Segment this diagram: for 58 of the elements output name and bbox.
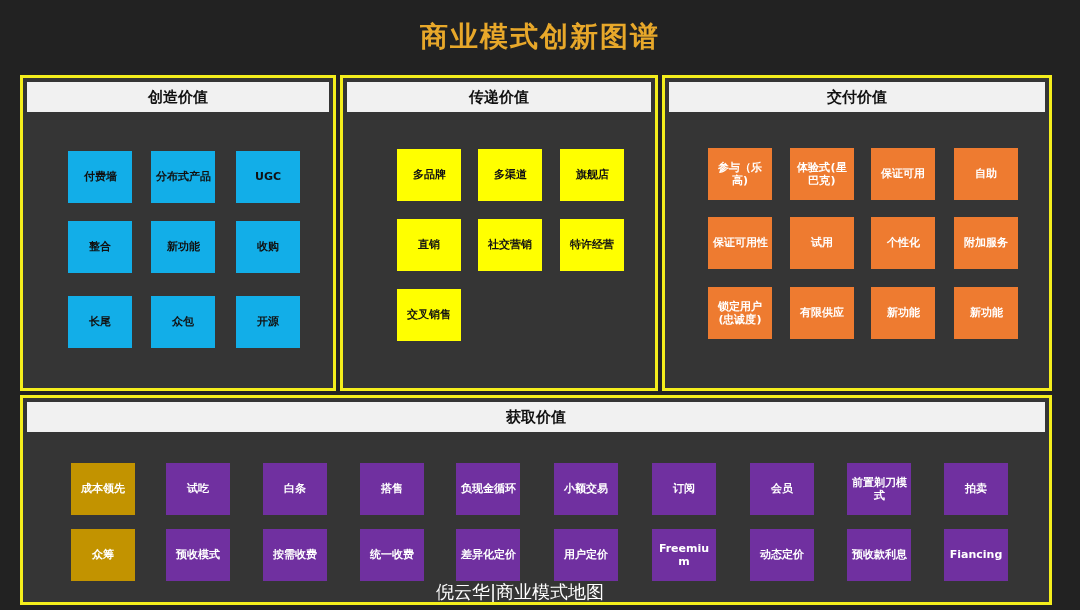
model-tile: Fiancing [944, 529, 1008, 581]
model-tile: 订阅 [652, 463, 716, 515]
model-tile: 拍卖 [944, 463, 1008, 515]
model-tile: 旗舰店 [560, 149, 624, 201]
model-tile: 动态定价 [750, 529, 814, 581]
model-tile: 按需收费 [263, 529, 327, 581]
model-tile: 整合 [68, 221, 132, 273]
caption: 倪云华|商业模式地图 [436, 580, 605, 604]
model-tile: 预收模式 [166, 529, 230, 581]
model-tile: 众筹 [71, 529, 135, 581]
model-tile: 锁定用户(忠诚度) [708, 287, 772, 339]
model-tile: 差异化定价 [456, 529, 520, 581]
diagram-title: 商业模式创新图谱 [420, 19, 660, 55]
model-tile: 保证可用 [871, 148, 935, 200]
section-panel [340, 75, 658, 391]
model-tile: 预收款利息 [847, 529, 911, 581]
section-heading: 传递价值 [469, 87, 529, 107]
section-heading: 交付价值 [827, 87, 887, 107]
model-tile: 新功能 [871, 287, 935, 339]
model-tile: 个性化 [871, 217, 935, 269]
model-tile: 搭售 [360, 463, 424, 515]
model-tile: 自助 [954, 148, 1018, 200]
model-tile: 多渠道 [478, 149, 542, 201]
model-tile: UGC [236, 151, 300, 203]
model-tile: 试用 [790, 217, 854, 269]
model-tile: 众包 [151, 296, 215, 348]
model-tile: 白条 [263, 463, 327, 515]
model-tile: 参与（乐高) [708, 148, 772, 200]
model-tile: 有限供应 [790, 287, 854, 339]
model-tile: 成本领先 [71, 463, 135, 515]
model-tile: 多品牌 [397, 149, 461, 201]
model-tile: 前置剃刀模式 [847, 463, 911, 515]
model-tile: 试吃 [166, 463, 230, 515]
model-tile: 用户定价 [554, 529, 618, 581]
model-tile: 付费墙 [68, 151, 132, 203]
model-tile: 新功能 [151, 221, 215, 273]
model-tile: 保证可用性 [708, 217, 772, 269]
section-panel [20, 395, 1052, 605]
model-tile: 负现金循环 [456, 463, 520, 515]
section-heading: 创造价值 [148, 87, 208, 107]
model-tile: Freemium [652, 529, 716, 581]
model-tile: 直销 [397, 219, 461, 271]
model-tile: 会员 [750, 463, 814, 515]
model-tile: 社交营销 [478, 219, 542, 271]
section-heading: 获取价值 [506, 407, 566, 427]
model-tile: 统一收费 [360, 529, 424, 581]
model-tile: 小额交易 [554, 463, 618, 515]
model-tile: 附加服务 [954, 217, 1018, 269]
model-tile: 特许经营 [560, 219, 624, 271]
model-tile: 收购 [236, 221, 300, 273]
model-tile: 新功能 [954, 287, 1018, 339]
model-tile: 交叉销售 [397, 289, 461, 341]
model-tile: 体验式(星巴克) [790, 148, 854, 200]
model-tile: 长尾 [68, 296, 132, 348]
model-tile: 分布式产品 [151, 151, 215, 203]
model-tile: 开源 [236, 296, 300, 348]
section-panel [20, 75, 336, 391]
section-panel [662, 75, 1052, 391]
